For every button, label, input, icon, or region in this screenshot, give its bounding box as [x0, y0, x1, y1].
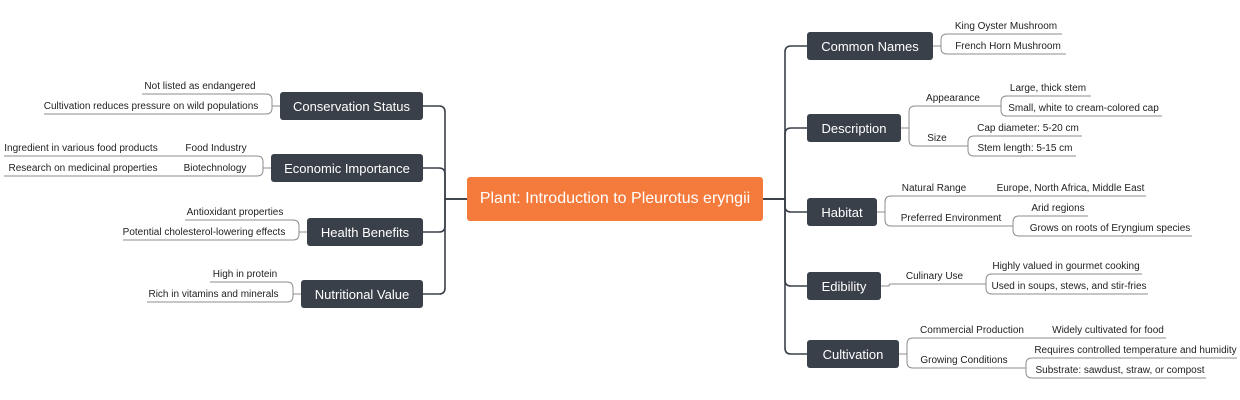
node-not-listed-as-endangered[interactable]: Not listed as endangered	[144, 81, 256, 92]
connector-central-conservation-status	[423, 105, 467, 200]
branch-conservation-status[interactable]: Conservation Status	[280, 92, 423, 120]
connector-used-in-soups-stews-and-stir-fries	[980, 283, 993, 295]
node-natural-range[interactable]: Natural Range	[901, 183, 967, 194]
node-requires-controlled-temperature-and-humidity[interactable]: Requires controlled temperature and humi…	[1034, 345, 1237, 356]
connector-size	[901, 127, 924, 147]
connector-central-cultivation	[763, 198, 807, 355]
connector-french-horn-mushroom	[933, 45, 952, 55]
connector-central-common-names	[763, 45, 807, 200]
branch-description[interactable]: Description	[807, 114, 901, 142]
connector-rich-in-vitamins-and-minerals	[278, 293, 301, 303]
node-high-in-protein[interactable]: High in protein	[212, 269, 278, 280]
connector-cap-diameter-5-20-cm	[962, 135, 976, 147]
node-large-thick-stem[interactable]: Large, thick stem	[1009, 83, 1087, 94]
connector-cultivation-reduces-pressure-on-wild-populations	[256, 105, 280, 115]
connector-substrate-sawdust-straw-or-compost	[1020, 367, 1036, 379]
node-growing-conditions[interactable]: Growing Conditions	[920, 355, 1008, 366]
connector-high-in-protein	[278, 281, 301, 295]
node-rich-in-vitamins-and-minerals[interactable]: Rich in vitamins and minerals	[148, 289, 279, 300]
connector-culinary-use	[881, 283, 903, 287]
branch-habitat[interactable]: Habitat	[807, 198, 877, 226]
node-size[interactable]: Size	[927, 133, 947, 144]
node-cultivation-reduces-pressure-on-wild-populations[interactable]: Cultivation reduces pressure on wild pop…	[43, 101, 259, 112]
connector-stem-length-5-15-cm	[962, 145, 976, 157]
connector-king-oyster-mushroom	[933, 33, 952, 47]
connector-large-thick-stem	[995, 95, 1008, 107]
branch-economic-importance[interactable]: Economic Importance	[271, 154, 423, 182]
node-french-horn-mushroom[interactable]: French Horn Mushroom	[955, 41, 1061, 52]
central-topic[interactable]: Plant: Introduction to Pleurotus eryngii	[467, 177, 763, 221]
connector-biotechnology	[248, 167, 271, 177]
connector-food-industry	[248, 155, 271, 169]
connector-preferred-environment	[877, 211, 900, 227]
node-ingredient-in-various-food-products[interactable]: Ingredient in various food products	[4, 143, 158, 154]
node-substrate-sawdust-straw-or-compost[interactable]: Substrate: sawdust, straw, or compost	[1035, 365, 1205, 376]
connector-highly-valued-in-gourmet-cooking	[980, 273, 993, 285]
node-appearance[interactable]: Appearance	[926, 93, 980, 104]
node-research-on-medicinal-properties[interactable]: Research on medicinal properties	[8, 163, 158, 174]
node-stem-length-5-15-cm[interactable]: Stem length: 5-15 cm	[977, 143, 1073, 154]
node-europe-north-africa-middle-east[interactable]: Europe, North Africa, Middle East	[996, 183, 1145, 194]
node-cap-diameter-5-20-cm[interactable]: Cap diameter: 5-20 cm	[977, 123, 1079, 134]
connector-growing-conditions	[899, 353, 920, 369]
connector-appearance	[901, 105, 924, 129]
connector-requires-controlled-temperature-and-humidity	[1020, 357, 1036, 369]
connector-natural-range	[877, 195, 900, 213]
branch-health-benefits[interactable]: Health Benefits	[307, 218, 423, 246]
node-food-industry[interactable]: Food Industry	[185, 143, 247, 154]
connector-grows-on-roots-of-eryngium-species	[1007, 225, 1030, 237]
node-small-white-to-cream-colored-cap[interactable]: Small, white to cream-colored cap	[1008, 103, 1159, 114]
connector-central-economic-importance	[423, 167, 467, 200]
node-culinary-use[interactable]: Culinary Use	[905, 271, 964, 282]
node-grows-on-roots-of-eryngium-species[interactable]: Grows on roots of Eryngium species	[1029, 223, 1191, 234]
connector-central-description	[763, 127, 807, 200]
node-used-in-soups-stews-and-stir-fries[interactable]: Used in soups, stews, and stir-fries	[991, 281, 1147, 292]
node-biotechnology[interactable]: Biotechnology	[183, 163, 247, 174]
node-potential-cholesterol-lowering-effects[interactable]: Potential cholesterol-lowering effects	[122, 227, 286, 238]
node-widely-cultivated-for-food[interactable]: Widely cultivated for food	[1052, 325, 1164, 336]
node-antioxidant-properties[interactable]: Antioxidant properties	[186, 207, 284, 218]
node-arid-regions[interactable]: Arid regions	[1031, 203, 1085, 214]
connector-potential-cholesterol-lowering-effects	[283, 231, 307, 241]
branch-common-names[interactable]: Common Names	[807, 32, 933, 60]
connector-commercial-production	[899, 337, 920, 355]
connector-antioxidant-properties	[283, 219, 307, 233]
connector-small-white-to-cream-colored-cap	[995, 105, 1008, 117]
connector-arid-regions	[1007, 215, 1030, 227]
node-king-oyster-mushroom[interactable]: King Oyster Mushroom	[954, 21, 1058, 32]
branch-edibility[interactable]: Edibility	[807, 272, 881, 300]
branch-nutritional-value[interactable]: Nutritional Value	[301, 280, 423, 308]
branch-cultivation[interactable]: Cultivation	[807, 340, 899, 368]
node-preferred-environment[interactable]: Preferred Environment	[900, 213, 1002, 224]
connector-not-listed-as-endangered	[256, 93, 280, 107]
node-highly-valued-in-gourmet-cooking[interactable]: Highly valued in gourmet cooking	[992, 261, 1140, 272]
connector-central-nutritional-value	[423, 198, 467, 295]
node-commercial-production[interactable]: Commercial Production	[920, 325, 1024, 336]
